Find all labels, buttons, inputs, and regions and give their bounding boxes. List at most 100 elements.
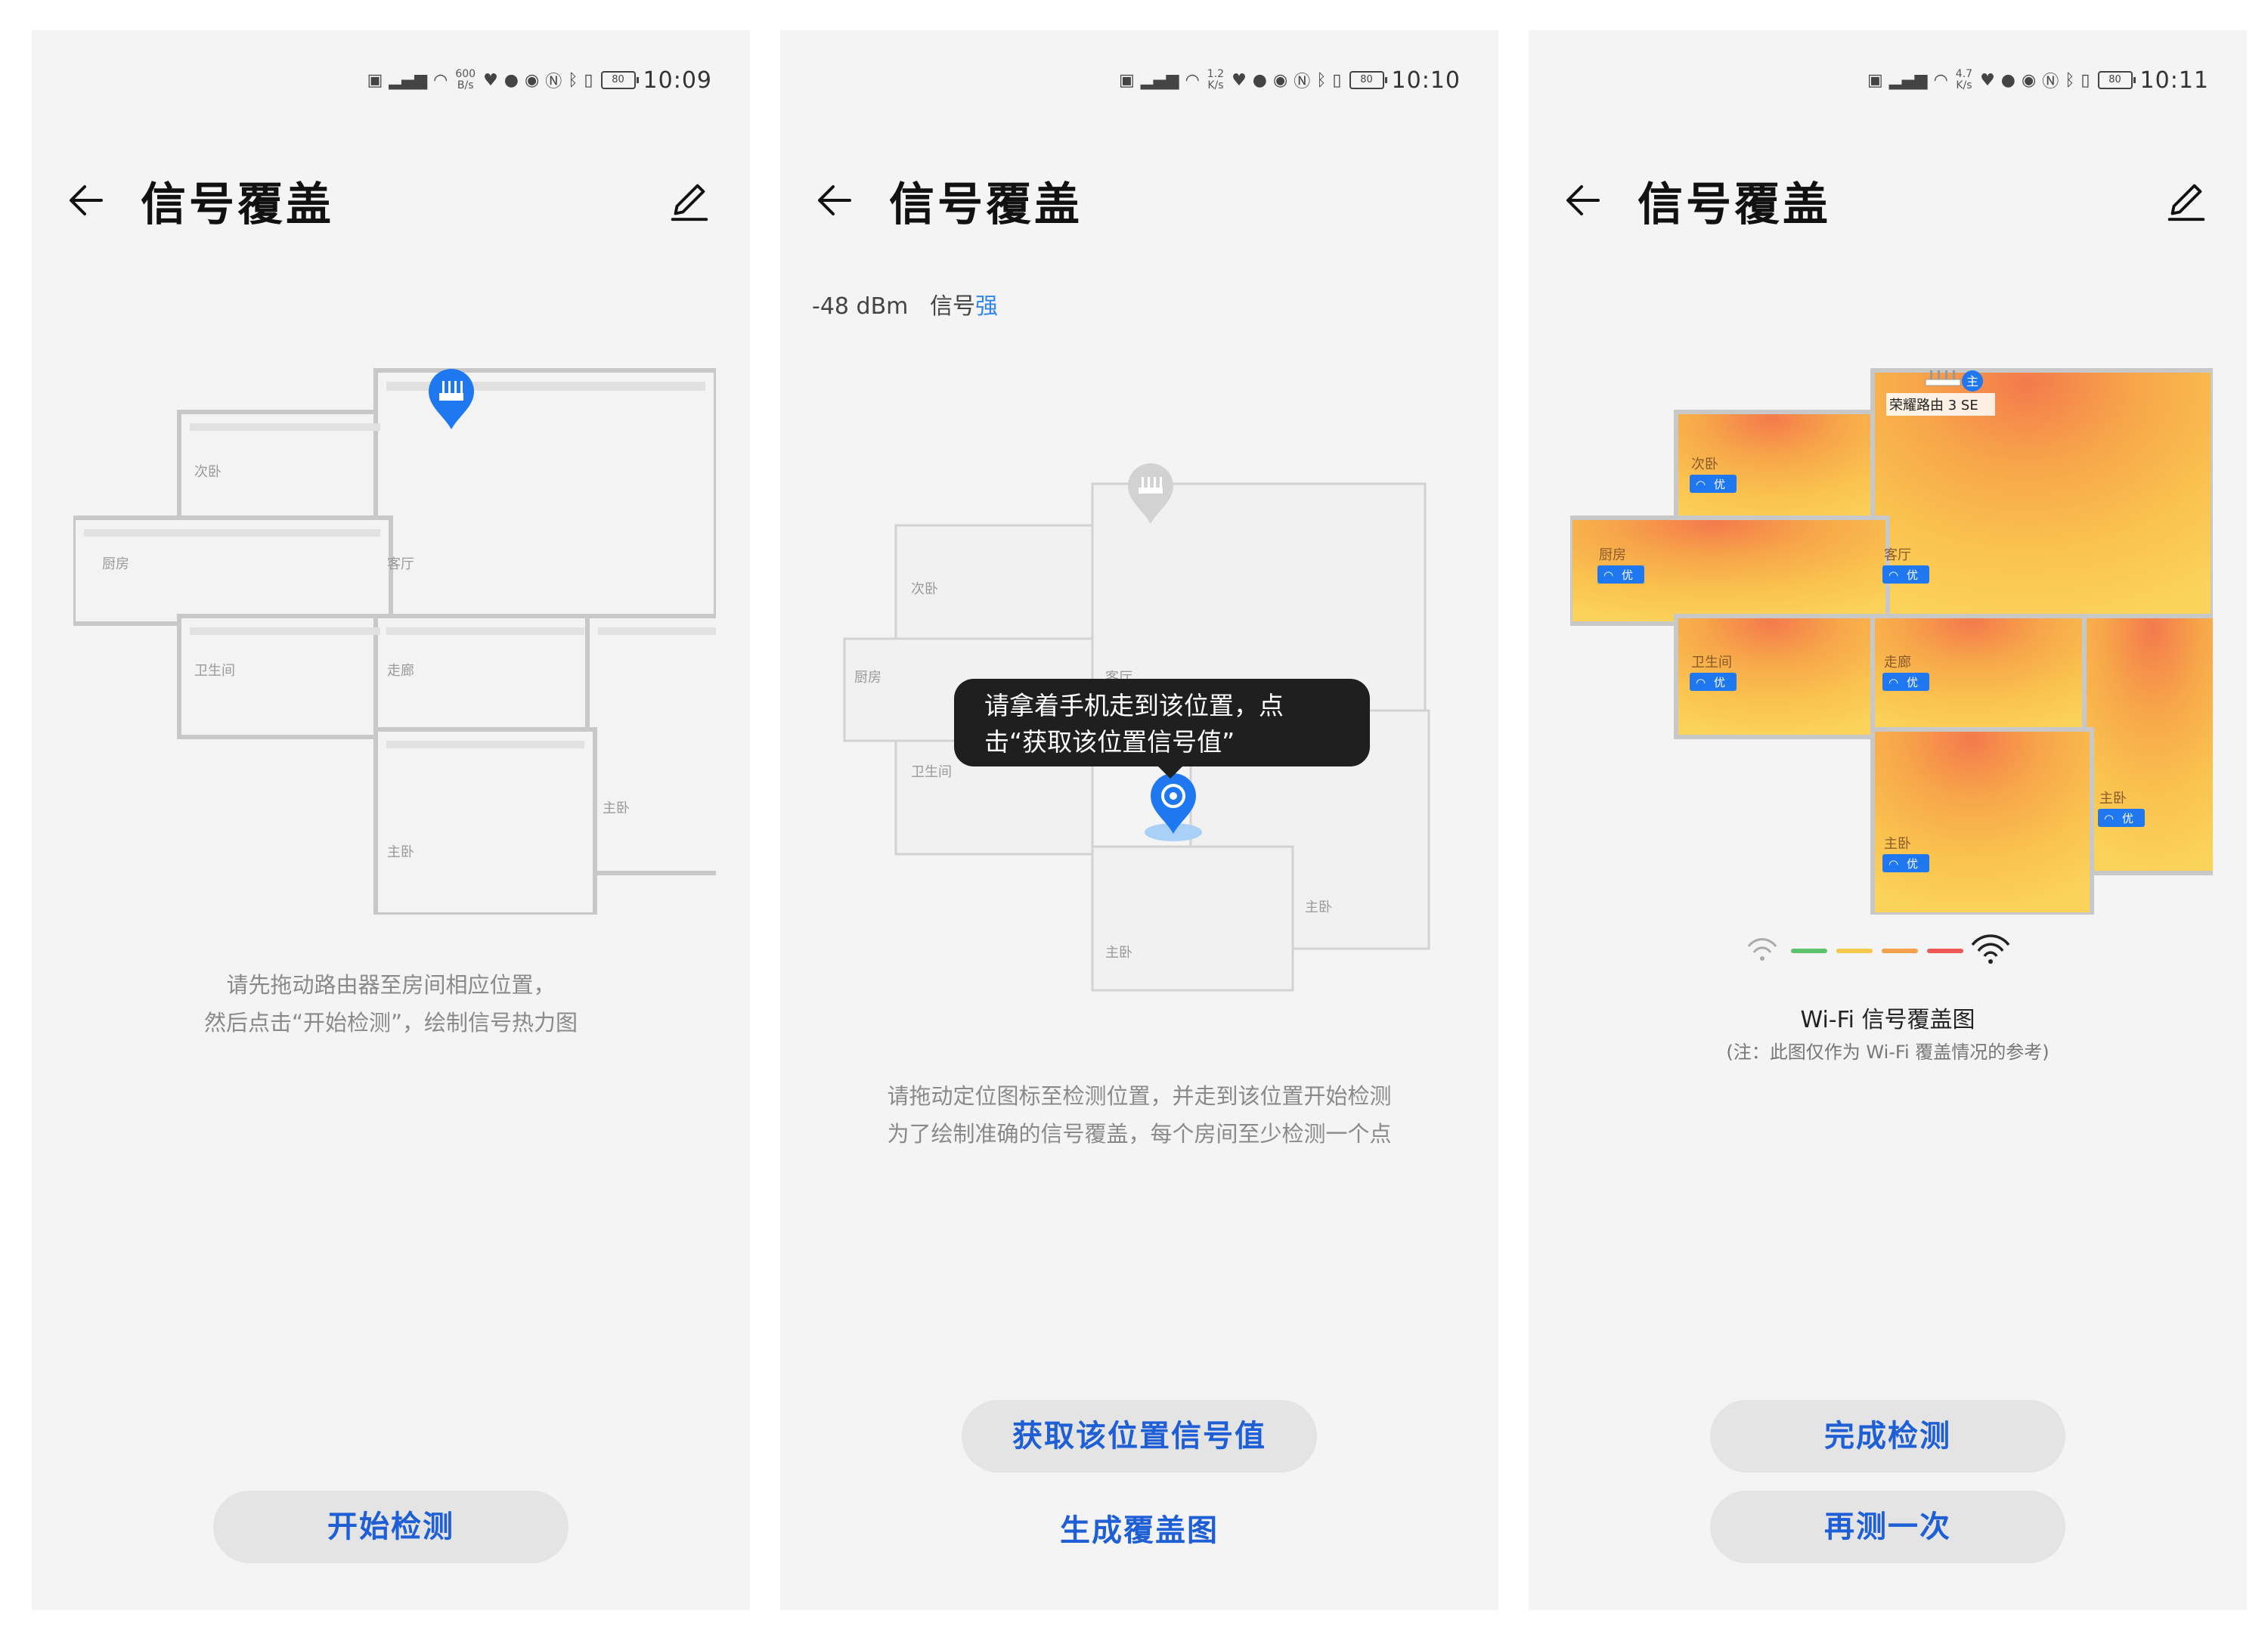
back-arrow-icon[interactable] <box>62 176 110 225</box>
room-label: 卫生间 <box>911 764 952 780</box>
page-title: 信号覆盖 <box>1637 178 1831 231</box>
room-label: 主卧 <box>1305 900 1332 915</box>
signal-quality: 强 <box>975 293 998 320</box>
bluetooth-icon: ᛒ <box>2065 70 2075 90</box>
svg-text:◠: ◠ <box>1888 857 1898 871</box>
svg-text:优: 优 <box>1907 676 1918 689</box>
room-label: 厨房 <box>854 670 881 686</box>
cellular-signal-icon: ▂▄▆ <box>1888 70 1928 90</box>
walk-to-location-tooltip: 请拿着手机走到该位置，点 击“获取该位置信号值” <box>954 679 1370 779</box>
room-second-bedroom <box>1674 410 1890 535</box>
legend-segment <box>1882 949 1918 953</box>
get-signal-value-button[interactable]: 获取该位置信号值 <box>962 1400 1317 1472</box>
signal-readout: -48 dBm 信号强 <box>812 287 998 320</box>
room-label: 主卧 <box>1105 945 1132 961</box>
instruction-caption: 请拖动定位图标至检测位置，并走到该位置开始检测 为了绘制准确的信号覆盖，每个房间… <box>887 1083 1392 1147</box>
eye-icon: ◉ <box>2022 70 2037 90</box>
room-label: 卫生间 <box>1691 655 1732 670</box>
edit-pencil-icon[interactable] <box>665 177 712 224</box>
clock: 10:10 <box>1391 67 1461 94</box>
signal-tag: ◠优 <box>1882 673 1929 691</box>
signal-legend <box>1747 934 2010 964</box>
signal-tag: ◠优 <box>1690 673 1737 691</box>
signal-tag: ◠优 <box>1690 475 1737 493</box>
svg-text:◠: ◠ <box>2104 812 2114 825</box>
retest-button[interactable]: 再测一次 <box>1710 1491 2065 1563</box>
room-label: 主卧 <box>1884 836 1911 852</box>
start-detection-button[interactable]: 开始检测 <box>213 1491 569 1563</box>
room-label: 主卧 <box>603 800 630 816</box>
room-master-bedroom-right <box>585 614 716 875</box>
signal-tag: ◠优 <box>1882 854 1929 872</box>
room-label: 次卧 <box>911 581 938 597</box>
router-pin-icon[interactable] <box>429 369 474 429</box>
strong-wifi-icon <box>1971 934 2010 964</box>
title-bar: 信号覆盖 <box>62 166 720 234</box>
instruction-caption: 请先拖动路由器至房间相应位置， 然后点击“开始检测”，绘制信号热力图 <box>203 972 578 1036</box>
eye-icon: ◉ <box>525 70 540 90</box>
status-icons: ▣ ▂▄▆ ◠ <box>367 71 448 90</box>
legend-segment <box>1791 949 1827 953</box>
vibrate-icon: ▯ <box>1332 70 1342 90</box>
signal-tag: ◠优 <box>2098 809 2145 827</box>
router-main-badge: 主 <box>1966 374 1978 389</box>
heart-icon: ♥ <box>483 70 498 90</box>
wifi-icon: ◠ <box>1933 70 1948 90</box>
floor-plan[interactable]: 次卧 厨房 客厅 卫生间 主卧 主卧 <box>841 450 1453 1009</box>
clock: 10:11 <box>2139 67 2209 94</box>
legend-segment <box>1927 949 1963 953</box>
svg-text:◠: ◠ <box>1603 568 1613 582</box>
svg-text:◠: ◠ <box>1888 676 1898 689</box>
room-label: 客厅 <box>1884 547 1911 563</box>
room-hallway <box>373 614 597 739</box>
svg-text:优: 优 <box>1907 568 1918 582</box>
room-master-bedroom-right <box>2082 614 2213 875</box>
heart-icon: ♥ <box>1232 70 1247 90</box>
router-marker[interactable]: 主 <box>1925 370 1983 392</box>
clock: 10:09 <box>643 67 712 94</box>
room-master-bedroom-bottom <box>1870 727 2094 915</box>
svg-text:◠: ◠ <box>1696 676 1706 689</box>
svg-text:◠: ◠ <box>1696 478 1706 491</box>
legend-title: Wi-Fi 信号覆盖图 <box>1800 1007 1975 1033</box>
room-master-bedroom-bottom <box>373 727 597 915</box>
room-label: 客厅 <box>387 556 414 572</box>
svg-text:◠: ◠ <box>1888 568 1898 582</box>
weak-wifi-icon <box>1747 938 1777 961</box>
room-label: 厨房 <box>1599 547 1626 563</box>
room-master-bedroom-bottom <box>1091 845 1294 992</box>
signal-value: -48 dBm <box>812 293 909 320</box>
wifi-icon: ◠ <box>433 70 448 90</box>
floor-plan[interactable]: 次卧 厨房 客厅 卫生间 走廊 主卧 主卧 <box>73 340 716 915</box>
cellular-signal-icon: ▂▄▆ <box>1140 70 1179 90</box>
room-label: 主卧 <box>387 844 414 860</box>
hd-icon: ▣ <box>367 70 383 90</box>
cellular-signal-icon: ▂▄▆ <box>389 70 428 90</box>
battery-icon: 80 <box>600 71 639 89</box>
back-arrow-icon[interactable] <box>810 176 859 225</box>
bluetooth-icon: ᛒ <box>1316 70 1327 90</box>
vibrate-icon: ▯ <box>2081 70 2090 90</box>
room-label: 卫生间 <box>194 663 235 679</box>
legend-note: (注：此图仅作为 Wi-Fi 覆盖情况的参考) <box>1726 1042 2050 1063</box>
room-label: 走廊 <box>1884 655 1911 670</box>
battery-icon: 80 <box>1349 71 1387 89</box>
back-arrow-icon[interactable] <box>1559 176 1607 225</box>
coverage-heatmap[interactable]: 主 荣耀路由 3 SE 次卧 厨房 客厅 卫生间 走廊 主卧 主卧 ◠优 ◠优 … <box>1570 340 2213 915</box>
title-bar: 信号覆盖 <box>1559 166 2217 234</box>
finish-detection-button[interactable]: 完成检测 <box>1710 1400 2065 1472</box>
edit-pencil-icon[interactable] <box>2162 177 2209 224</box>
generate-coverage-map-link[interactable]: 生成覆盖图 <box>1060 1513 1219 1548</box>
router-pin-icon <box>1128 463 1173 524</box>
nfc-icon: Ⓝ <box>1294 73 1311 91</box>
location-pin-icon[interactable] <box>1145 773 1202 841</box>
legend-segment <box>1836 949 1873 953</box>
